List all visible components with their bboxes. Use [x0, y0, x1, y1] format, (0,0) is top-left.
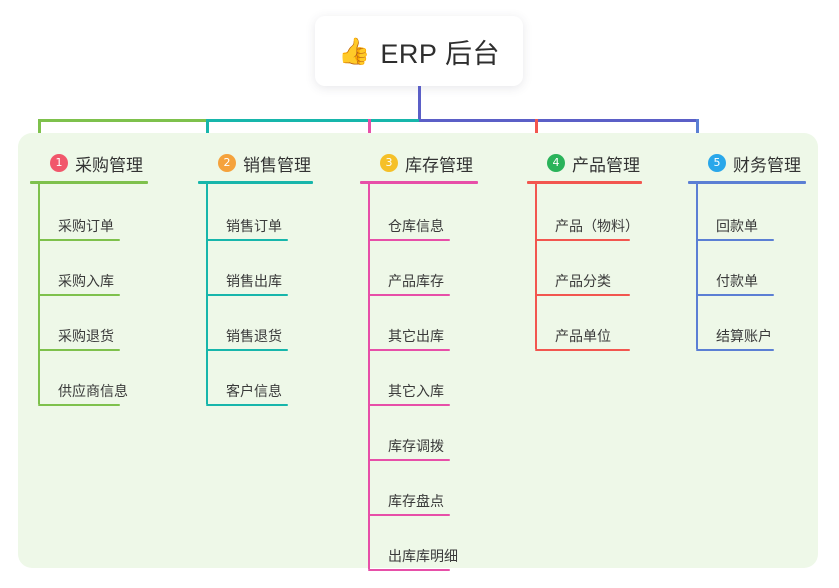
leaf-item[interactable]: 采购订单	[30, 186, 180, 241]
leaf-item-label: 产品库存	[388, 273, 444, 289]
column-title: 采购管理	[75, 155, 143, 175]
leaf-item-underline	[368, 349, 450, 351]
leaf-item-underline	[368, 514, 450, 516]
leaf-item-underline	[206, 404, 288, 406]
column-badge-5: 5	[708, 154, 726, 172]
column-header-3[interactable]: 3 库存管理	[360, 143, 510, 183]
leaf-item-underline	[696, 349, 774, 351]
thumbs-up-icon: 👍	[338, 36, 371, 66]
leaf-item[interactable]: 产品分类	[527, 241, 677, 296]
leaf-item-label: 库存调拨	[388, 438, 444, 454]
leaf-item-underline	[368, 569, 450, 571]
column-badge-1: 1	[50, 154, 68, 172]
leaf-item[interactable]: 供应商信息	[30, 351, 180, 406]
column-underline	[527, 181, 642, 184]
column-header-1[interactable]: 1 采购管理	[30, 143, 180, 183]
leaf-item-label: 结算账户	[716, 328, 772, 344]
column-stem	[535, 184, 537, 349]
leaf-item-label: 销售退货	[226, 328, 282, 344]
leaf-item[interactable]: 库存盘点	[360, 461, 510, 516]
leaf-item-underline	[38, 349, 120, 351]
leaf-item[interactable]: 销售订单	[198, 186, 348, 241]
leaf-item-label: 供应商信息	[58, 383, 128, 399]
column-title: 销售管理	[243, 155, 311, 175]
leaf-item-label: 仓库信息	[388, 218, 444, 234]
leaf-item-label: 采购入库	[58, 273, 114, 289]
leaf-item-underline	[535, 294, 630, 296]
leaf-item-underline	[535, 239, 630, 241]
leaf-item[interactable]: 销售出库	[198, 241, 348, 296]
branch-bar-1	[38, 119, 208, 122]
leaf-item-label: 库存盘点	[388, 493, 444, 509]
column-header-4[interactable]: 4 产品管理	[527, 143, 677, 183]
leaf-item-underline	[368, 459, 450, 461]
root-node[interactable]: 👍 ERP 后台	[315, 16, 523, 86]
leaf-item[interactable]: 出库库明细	[360, 516, 510, 571]
leaf-item-underline	[206, 294, 288, 296]
leaf-item-label: 采购订单	[58, 218, 114, 234]
leaf-item-label: 采购退货	[58, 328, 114, 344]
leaf-item-underline	[696, 239, 774, 241]
leaf-item[interactable]: 销售退货	[198, 296, 348, 351]
leaf-item[interactable]: 回款单	[688, 186, 818, 241]
leaf-item[interactable]: 结算账户	[688, 296, 818, 351]
leaf-item-underline	[38, 404, 120, 406]
leaf-item[interactable]: 采购入库	[30, 241, 180, 296]
leaf-item-label: 销售出库	[226, 273, 282, 289]
column-underline	[30, 181, 148, 184]
leaf-item-underline	[535, 349, 630, 351]
leaf-item-label: 回款单	[716, 218, 758, 234]
leaf-item-underline	[38, 239, 120, 241]
column-underline	[198, 181, 313, 184]
column-badge-3: 3	[380, 154, 398, 172]
leaf-item-underline	[206, 239, 288, 241]
column-badge-2: 2	[218, 154, 236, 172]
branch-drop-3	[368, 119, 371, 145]
leaf-item-underline	[368, 294, 450, 296]
leaf-item[interactable]: 仓库信息	[360, 186, 510, 241]
leaf-item[interactable]: 采购退货	[30, 296, 180, 351]
leaf-item-underline	[38, 294, 120, 296]
leaf-item[interactable]: 产品（物料）	[527, 186, 677, 241]
column-title: 库存管理	[405, 155, 473, 175]
leaf-item[interactable]: 库存调拨	[360, 406, 510, 461]
leaf-item-label: 销售订单	[226, 218, 282, 234]
trunk-line	[418, 86, 421, 122]
leaf-item-label: 出库库明细	[388, 548, 458, 564]
leaf-item[interactable]: 其它出库	[360, 296, 510, 351]
column-title: 财务管理	[733, 155, 801, 175]
branch-bar-2	[206, 119, 419, 122]
branch-bar-right	[419, 119, 699, 122]
leaf-item-label: 产品分类	[555, 273, 611, 289]
leaf-item[interactable]: 客户信息	[198, 351, 348, 406]
leaf-item-label: 其它入库	[388, 383, 444, 399]
leaf-item-label: 付款单	[716, 273, 758, 289]
leaf-item-underline	[368, 239, 450, 241]
column-stem	[368, 184, 370, 569]
leaf-item[interactable]: 其它入库	[360, 351, 510, 406]
leaf-item-label: 产品（物料）	[555, 218, 639, 234]
leaf-item-underline	[206, 349, 288, 351]
leaf-item-label: 其它出库	[388, 328, 444, 344]
leaf-item[interactable]: 产品库存	[360, 241, 510, 296]
leaf-item[interactable]: 付款单	[688, 241, 818, 296]
column-title: 产品管理	[572, 155, 640, 175]
branch-drop-2	[206, 119, 209, 145]
leaf-item-label: 客户信息	[226, 383, 282, 399]
leaf-item-underline	[696, 294, 774, 296]
branch-drop-4	[535, 119, 538, 145]
column-header-5[interactable]: 5 财务管理	[688, 143, 818, 183]
column-stem	[696, 184, 698, 349]
leaf-item-underline	[368, 404, 450, 406]
leaf-item-label: 产品单位	[555, 328, 611, 344]
branch-drop-1	[38, 119, 41, 145]
leaf-item[interactable]: 产品单位	[527, 296, 677, 351]
column-underline	[688, 181, 806, 184]
column-badge-4: 4	[547, 154, 565, 172]
root-title: ERP 后台	[380, 38, 500, 69]
column-header-2[interactable]: 2 销售管理	[198, 143, 348, 183]
column-underline	[360, 181, 478, 184]
branch-drop-5	[696, 119, 699, 145]
